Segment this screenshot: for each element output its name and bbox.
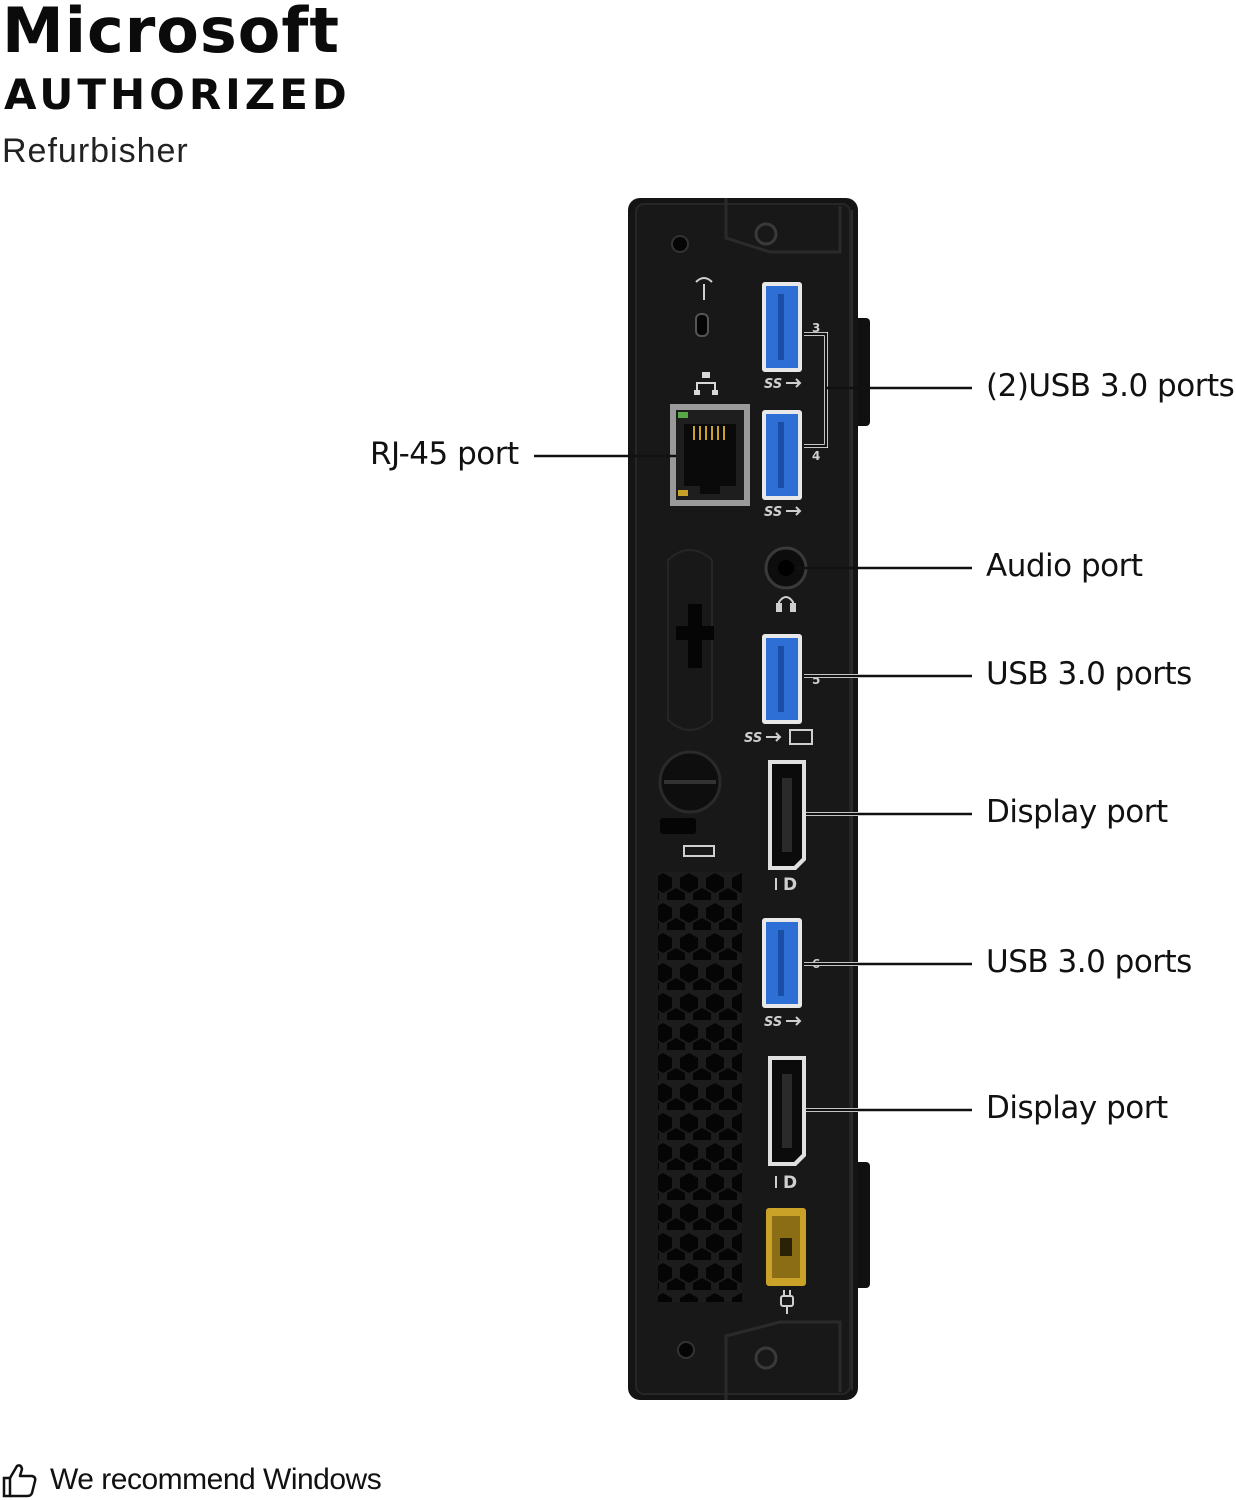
displayport-d-marking: D — [783, 1173, 797, 1193]
thumbs-up-icon — [2, 1464, 37, 1498]
usb-ss-marking: SS — [764, 1015, 782, 1030]
callout-usb-single-2: USB 3.0 ports — [986, 944, 1192, 980]
usb-port-5 — [762, 634, 802, 724]
expansion-cutout — [667, 549, 714, 731]
ventilation-grille — [658, 872, 742, 1302]
displayport-1-marking: D — [775, 875, 797, 895]
callout-usb-pair: (2)USB 3.0 ports — [986, 368, 1235, 404]
callout-display-1: Display port — [986, 794, 1168, 830]
usb-port-6 — [762, 918, 802, 1008]
brand-title: Microsoft — [2, 0, 340, 67]
callout-rj45: RJ-45 port — [370, 436, 519, 472]
network-icon — [694, 372, 718, 395]
usb-port-4-number: 4 — [812, 449, 820, 463]
displayport-2 — [768, 1056, 806, 1166]
usb-ss-marking: SS — [764, 505, 782, 520]
usb-ss-marking: SS — [764, 377, 782, 392]
wifi-antenna-icon — [695, 277, 713, 337]
footer-text: We recommend Windows — [50, 1463, 382, 1496]
footer-recommendation: We recommend Windows — [0, 1460, 382, 1500]
usb-port-6-marking: SS — [764, 1015, 802, 1030]
usb-port-3 — [762, 282, 802, 372]
usb-port-3-marking: SS — [764, 377, 802, 392]
rj45-port — [670, 404, 750, 506]
displayport-1 — [768, 760, 806, 870]
callout-lines — [534, 332, 972, 1112]
usb-port-5-number: 5 — [812, 673, 820, 687]
displayport-2-marking: D — [775, 1173, 797, 1193]
brand-subtitle: AUTHORIZED — [4, 70, 351, 119]
power-port — [766, 1208, 806, 1286]
usb-port-4-marking: SS — [764, 505, 802, 520]
security-lock-knob — [658, 750, 722, 857]
brand-tagline: Refurbisher — [2, 132, 189, 170]
callout-display-2: Display port — [986, 1090, 1168, 1126]
usb-port-5-marking: SS — [744, 729, 813, 746]
callout-usb-single-1: USB 3.0 ports — [986, 656, 1192, 692]
usb-ss-marking: SS — [744, 731, 762, 746]
usb-port-3-number: 3 — [812, 321, 820, 335]
displayport-d-marking: D — [783, 875, 797, 895]
screw-holes — [671, 222, 778, 1370]
audio-jack — [764, 546, 808, 590]
usb-port-4 — [762, 410, 802, 500]
keyboard-icon — [789, 729, 813, 745]
power-plug-icon — [780, 1290, 794, 1314]
headphone-icon — [776, 596, 796, 612]
callout-audio: Audio port — [986, 548, 1143, 584]
